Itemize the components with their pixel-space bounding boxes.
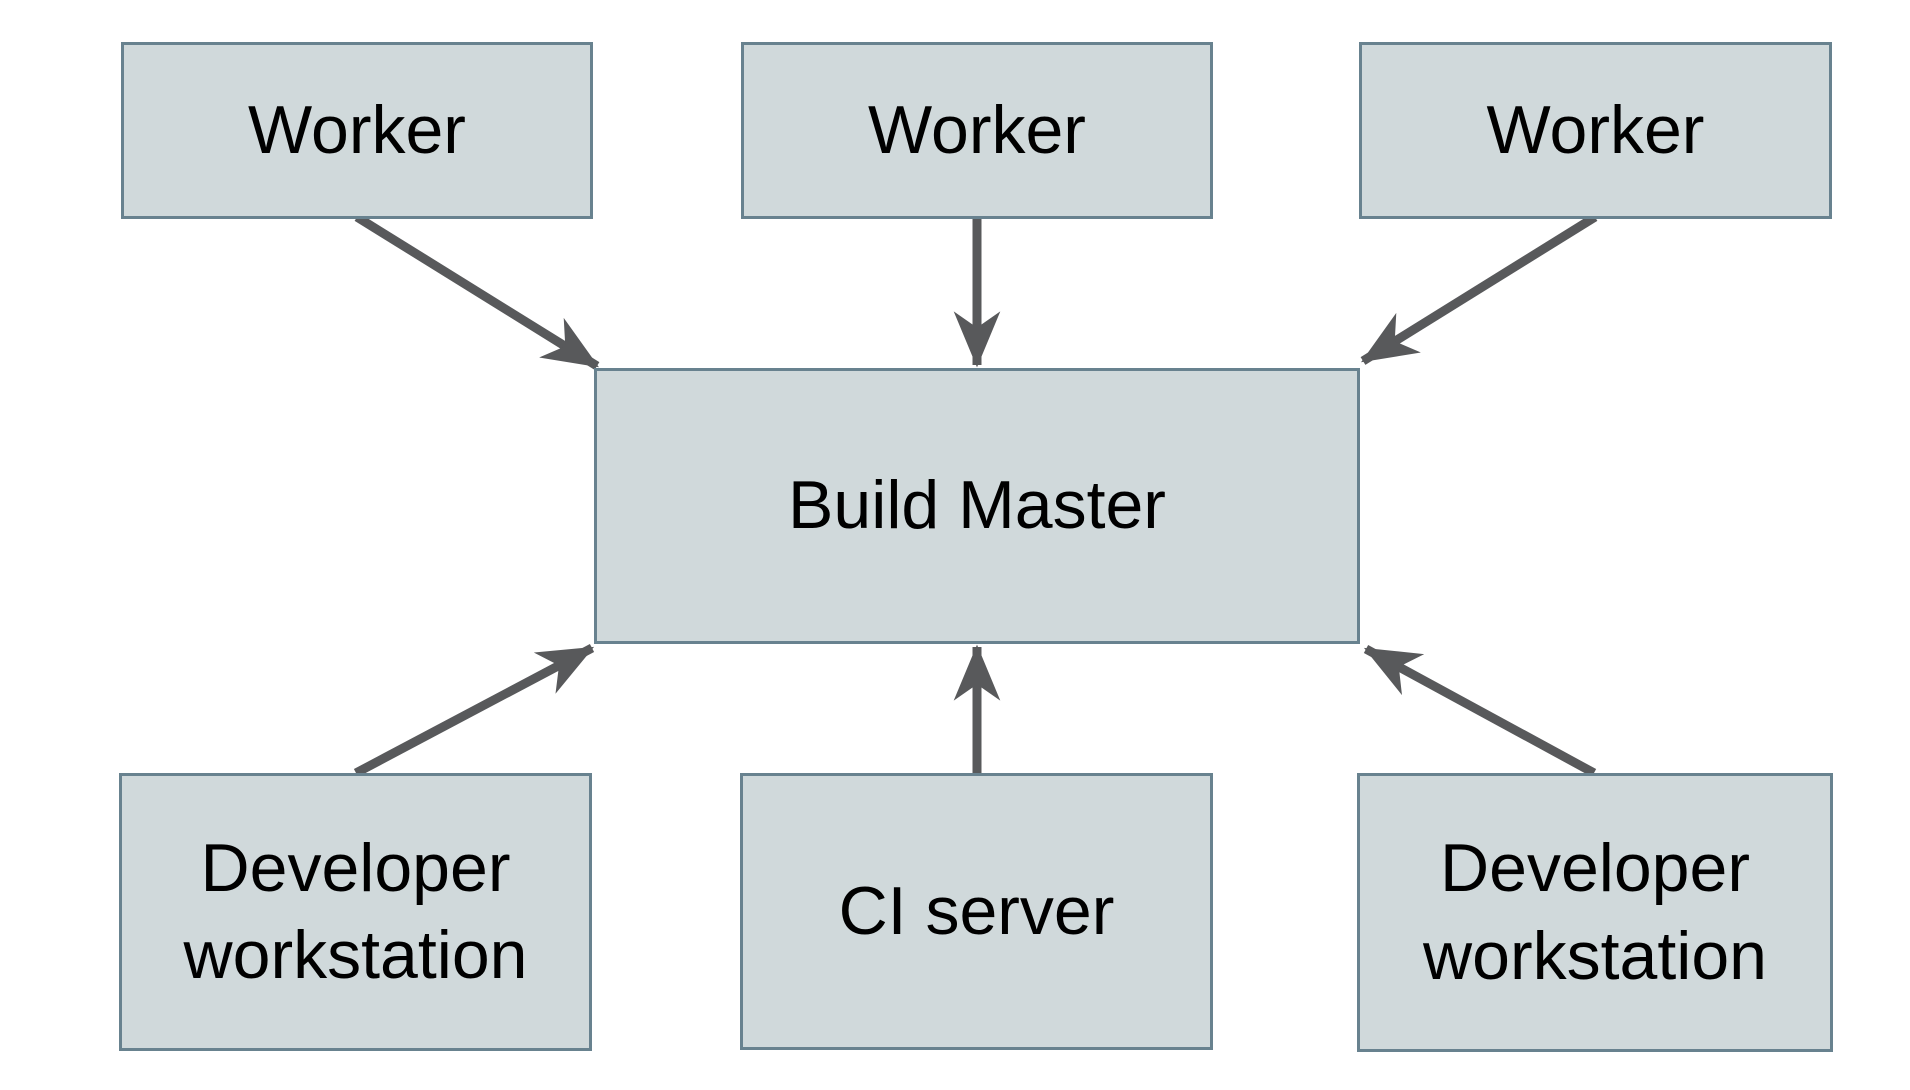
node-worker-left-label: Worker [248,91,466,168]
arrow-worker-right-to-build-master [1360,213,1598,365]
node-build-master: Build Master [594,368,1360,644]
arrow-dev-workstation-right-to-build-master [1363,645,1597,777]
node-build-master-label: Build Master [788,467,1166,544]
node-developer-workstation-left: Developer workstation [119,773,592,1051]
node-developer-workstation-right-label: Developer workstation [1423,830,1767,994]
node-worker-center-label: Worker [868,91,1086,168]
node-ci-server: CI server [740,773,1213,1050]
node-worker-center: Worker [741,42,1213,219]
node-worker-left: Worker [121,42,593,219]
node-developer-workstation-left-label: Developer workstation [183,829,528,993]
node-ci-server-label: CI server [838,872,1115,949]
arrow-dev-workstation-left-to-build-master [353,644,595,777]
node-developer-workstation-right: Developer workstation [1357,773,1833,1052]
node-worker-right-label: Worker [1486,91,1705,168]
node-worker-right: Worker [1359,42,1832,219]
arrow-worker-left-to-build-master [354,213,600,370]
